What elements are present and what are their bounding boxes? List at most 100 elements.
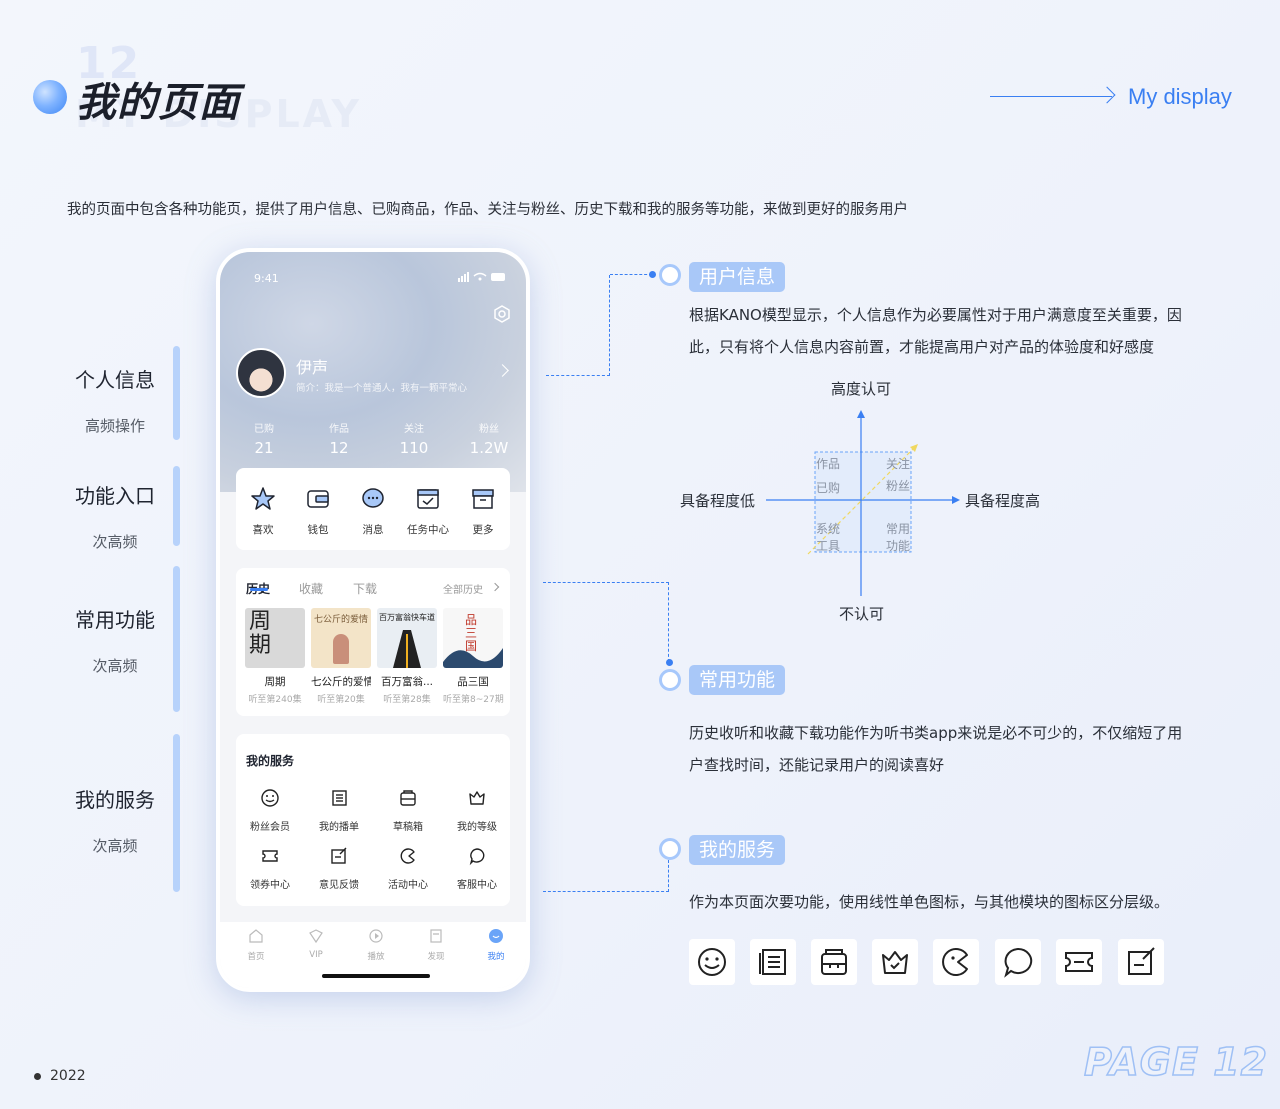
bracket-bar bbox=[173, 346, 180, 440]
vip-icon bbox=[309, 929, 323, 944]
book-progress: 听至第20集 bbox=[317, 695, 365, 705]
smile-icon bbox=[261, 789, 279, 807]
quick-item-wallet[interactable]: 钱包 bbox=[291, 486, 345, 537]
kano-br-2: 功能 bbox=[886, 539, 911, 553]
service-feedback[interactable]: 意见反馈 bbox=[306, 846, 372, 891]
all-history-link[interactable]: 全部历史 bbox=[443, 585, 483, 596]
cover-title: 品三国 bbox=[465, 613, 478, 653]
label-sub: 次高频 bbox=[92, 837, 138, 855]
kano-left-label: 具备程度低 bbox=[680, 492, 756, 510]
stat-works[interactable]: 作品 12 bbox=[309, 420, 369, 457]
book-progress: 听至第28集 bbox=[383, 695, 431, 705]
play-icon bbox=[369, 929, 383, 943]
services-text: 作为本页面次要功能，使用线性单色图标，与其他模块的图标区分层级。 bbox=[689, 893, 1170, 911]
draft-box-icon bbox=[821, 949, 847, 975]
phone-mockup: 9:41 伊声 简介：我是一个普通人，我有一颗平常心 已购 21 作品 12 关… bbox=[216, 248, 530, 992]
quick-item-task[interactable]: 任务中心 bbox=[401, 486, 455, 537]
stat-label: 粉丝 bbox=[479, 424, 499, 435]
service-label: 意见反馈 bbox=[319, 880, 359, 891]
quick-label: 钱包 bbox=[307, 524, 329, 536]
stat-value: 1.2W bbox=[469, 439, 509, 457]
book-title: 品三国 bbox=[457, 676, 489, 688]
section-number: 12 bbox=[76, 38, 142, 89]
service-coupon[interactable]: 领券中心 bbox=[237, 846, 303, 891]
crown-icon bbox=[882, 951, 908, 974]
section-node bbox=[659, 264, 681, 286]
service-label: 我的播单 bbox=[319, 822, 359, 833]
service-fan-member[interactable]: 粉丝会员 bbox=[237, 788, 303, 833]
icon-sample-feedback bbox=[1118, 939, 1164, 985]
bracket-bar bbox=[173, 566, 180, 712]
arrow-right-icon bbox=[1098, 86, 1116, 104]
nav-label: 首页 bbox=[247, 952, 265, 962]
book-title: 周期 bbox=[264, 676, 286, 688]
book-item[interactable]: 七公斤的爱情 七公斤的爱情 听至第20集 bbox=[311, 608, 371, 705]
smile-icon bbox=[698, 948, 726, 976]
section-title-common: 常用功能 bbox=[689, 665, 786, 695]
title-watermark: MY DISPLAY bbox=[75, 92, 362, 136]
stat-value: 12 bbox=[329, 439, 349, 457]
service-activity[interactable]: 活动中心 bbox=[375, 846, 441, 891]
service-level[interactable]: 我的等级 bbox=[444, 788, 510, 833]
book-progress: 听至第240集 bbox=[248, 695, 302, 705]
tab-favorites[interactable]: 收藏 bbox=[299, 582, 324, 596]
service-customer[interactable]: 客服中心 bbox=[444, 846, 510, 891]
connector-common bbox=[543, 582, 669, 662]
quick-item-message[interactable]: 消息 bbox=[346, 486, 400, 537]
section-title-user-info: 用户信息 bbox=[689, 262, 786, 292]
settings-icon[interactable] bbox=[492, 304, 512, 324]
stat-purchased[interactable]: 已购 21 bbox=[234, 420, 294, 457]
quick-item-more[interactable]: 更多 bbox=[456, 486, 510, 537]
kano-bottom-label: 不认可 bbox=[839, 605, 885, 623]
quick-entry-card: 喜欢 钱包 消息 任务中心 bbox=[236, 468, 510, 550]
icon-sample-ticket bbox=[1056, 939, 1102, 985]
icon-sample-playlist bbox=[750, 939, 796, 985]
tab-downloads[interactable]: 下载 bbox=[353, 582, 378, 596]
book-item[interactable]: 周期 周期 听至第240集 bbox=[245, 608, 305, 705]
quick-item-like[interactable]: 喜欢 bbox=[236, 486, 290, 537]
label-entrance: 功能入口 次高频 bbox=[60, 480, 170, 552]
activity-icon bbox=[942, 948, 968, 976]
status-time: 9:41 bbox=[254, 272, 279, 285]
feedback-icon bbox=[331, 847, 347, 864]
activity-icon bbox=[400, 848, 415, 864]
service-playlist[interactable]: 我的播单 bbox=[306, 788, 372, 833]
bracket-bar bbox=[173, 466, 180, 546]
chevron-right-icon bbox=[490, 582, 500, 592]
services-title: 我的服务 bbox=[246, 754, 295, 768]
ticket-icon bbox=[1065, 952, 1093, 972]
connector-services bbox=[543, 860, 669, 892]
status-icons bbox=[458, 272, 505, 282]
kano-bl-2: 工具 bbox=[816, 539, 841, 553]
book-item[interactable]: 百万富翁快车道 百万富翁... 听至第28集 bbox=[377, 608, 437, 705]
connector-dot bbox=[649, 271, 656, 278]
chat-icon bbox=[469, 848, 485, 866]
nav-vip[interactable]: VIP bbox=[296, 928, 336, 960]
connector-user-info bbox=[546, 275, 610, 376]
quick-label: 消息 bbox=[362, 524, 384, 536]
stat-following[interactable]: 关注 110 bbox=[384, 420, 444, 457]
common-text-1: 历史收听和收藏下载功能作为听书类app来说是必不可少的，不仅缩短了用 bbox=[689, 724, 1183, 742]
nav-home[interactable]: 首页 bbox=[236, 928, 276, 962]
section-title-services: 我的服务 bbox=[689, 835, 786, 865]
book-cover: 七公斤的爱情 bbox=[311, 608, 371, 668]
book-title: 百万富翁... bbox=[380, 676, 433, 688]
road-graphic bbox=[393, 630, 421, 668]
service-drafts[interactable]: 草稿箱 bbox=[375, 788, 441, 833]
nav-play[interactable]: 播放 bbox=[356, 928, 396, 962]
avatar[interactable] bbox=[236, 348, 286, 398]
nav-discover[interactable]: 发现 bbox=[416, 928, 456, 962]
cover-title: 七公斤的爱情 bbox=[313, 615, 368, 625]
book-item[interactable]: 品三国 品三国 听至第8~27期 bbox=[443, 608, 504, 705]
connector-dot bbox=[666, 659, 673, 666]
feedback-icon bbox=[1128, 947, 1155, 975]
service-label: 活动中心 bbox=[388, 880, 428, 891]
chat-icon bbox=[1004, 947, 1033, 978]
display-arrow-line bbox=[990, 96, 1112, 97]
stat-fans[interactable]: 粉丝 1.2W bbox=[459, 420, 519, 457]
quick-label: 更多 bbox=[472, 524, 494, 536]
bottom-nav: 首页 VIP 播放 发现 我的 bbox=[220, 922, 526, 988]
playlist-icon bbox=[332, 790, 347, 806]
nav-me[interactable]: 我的 bbox=[476, 928, 516, 962]
label-sub: 高频操作 bbox=[84, 417, 145, 435]
